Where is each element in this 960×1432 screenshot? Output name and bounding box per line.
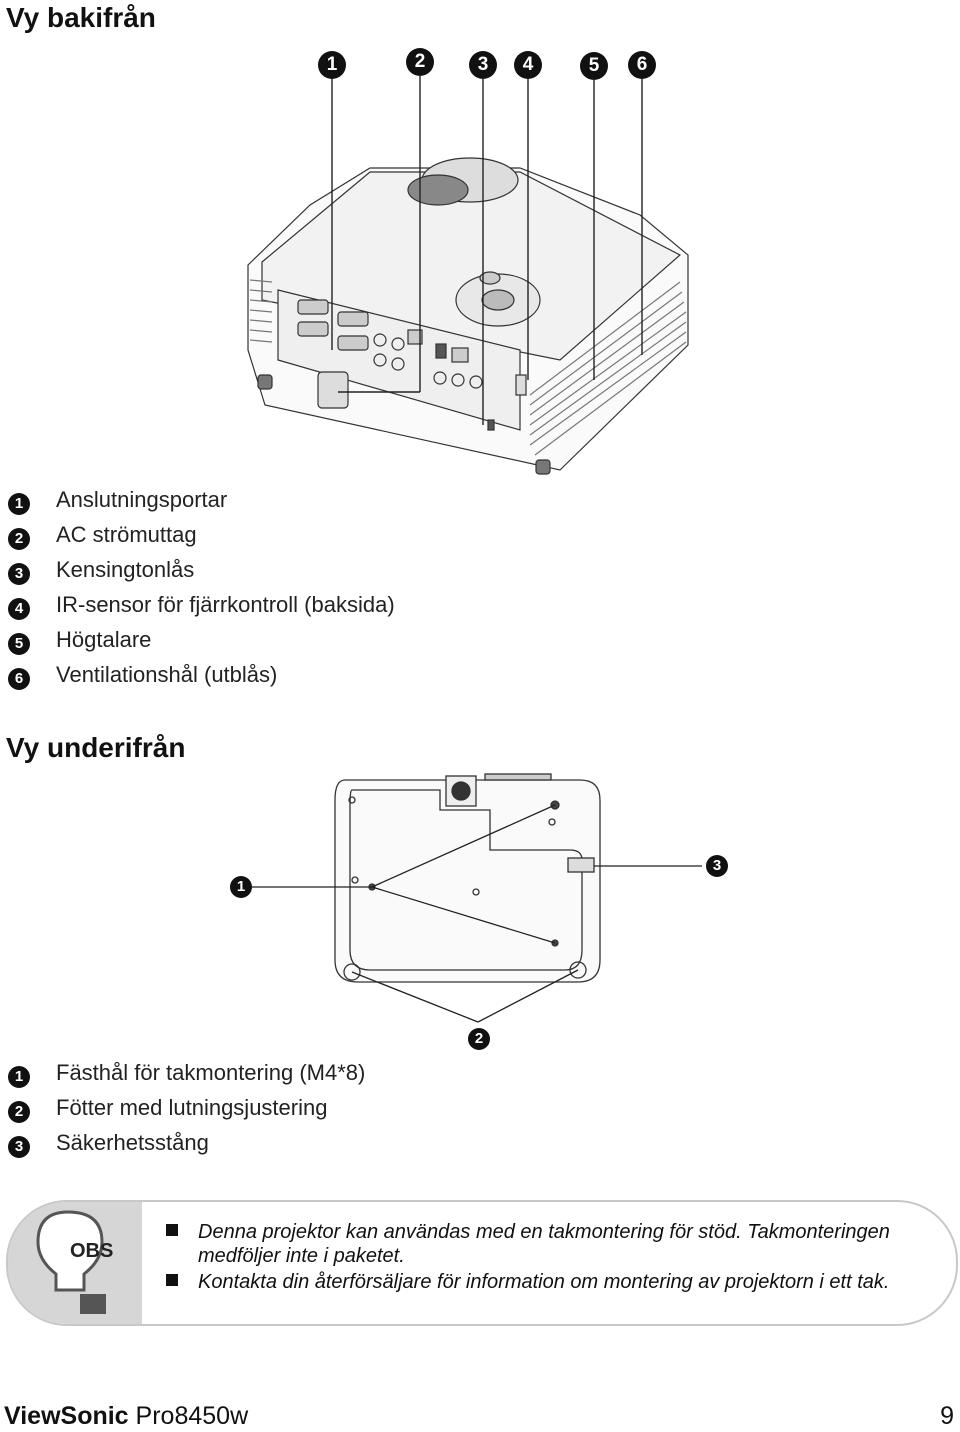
callout-1: 1 [318, 51, 346, 79]
note-item-2: Kontakta din återförsäljare för informat… [198, 1271, 890, 1293]
note-badge: OBS [70, 1240, 114, 1262]
bottom-legend-marker-3: 3 [8, 1136, 30, 1158]
bottom-callout-3: 3 [706, 855, 728, 877]
bottom-legend-marker-1: 1 [8, 1066, 30, 1088]
legend-ir-sensor: IR-sensor för fjärrkontroll (baksida) [56, 592, 395, 617]
callout-4: 4 [514, 51, 542, 79]
rear-view-title: Vy bakifrån [6, 2, 156, 33]
legend-security-bar: Säkerhetsstång [56, 1130, 209, 1155]
legend-marker-1: 1 [8, 493, 30, 515]
legend-ac-socket: AC strömuttag [56, 522, 197, 547]
legend-vent: Ventilationshål (utblås) [56, 662, 278, 687]
legend-tilt-feet: Fötter med lutningsjustering [56, 1095, 328, 1120]
callout-5: 5 [580, 52, 608, 80]
bottom-callout-2: 2 [468, 1028, 490, 1050]
callout-2: 2 [406, 48, 434, 76]
bullet-2 [166, 1274, 178, 1286]
legend-marker-5: 5 [8, 633, 30, 655]
projector-rear-illustration [247, 76, 689, 475]
legend-speaker: Högtalare [56, 627, 152, 652]
projector-bottom-illustration [252, 773, 702, 1023]
legend-marker-2: 2 [8, 528, 30, 550]
callout-3: 3 [469, 51, 497, 79]
note-badge-area: OBS [8, 1202, 142, 1324]
bottom-callout-1: 1 [230, 876, 252, 898]
legend-marker-4: 4 [8, 598, 30, 620]
legend-ceiling-mount-holes: Fästhål för takmontering (M4*8) [56, 1060, 366, 1085]
legend-marker-6: 6 [8, 668, 30, 690]
bottom-view-title: Vy underifrån [6, 732, 186, 763]
footer: ViewSonic Pro8450w [4, 1402, 248, 1431]
bottom-legend-marker-2: 2 [8, 1101, 30, 1123]
callout-6: 6 [628, 51, 656, 79]
note-item-1: Denna projektor kan användas med en takm… [198, 1221, 890, 1267]
page-number: 9 [940, 1402, 954, 1430]
footer-brand: ViewSonic [4, 1402, 129, 1430]
legend-connection-ports: Anslutningsportar [56, 487, 228, 512]
legend-kensington-lock: Kensingtonlås [56, 557, 195, 582]
lightbulb-icon [36, 1210, 106, 1314]
footer-model: Pro8450w [135, 1402, 249, 1430]
note-box: OBS Denna projektor kan användas med en … [6, 1200, 958, 1326]
bullet-1 [166, 1224, 178, 1236]
legend-marker-3: 3 [8, 563, 30, 585]
